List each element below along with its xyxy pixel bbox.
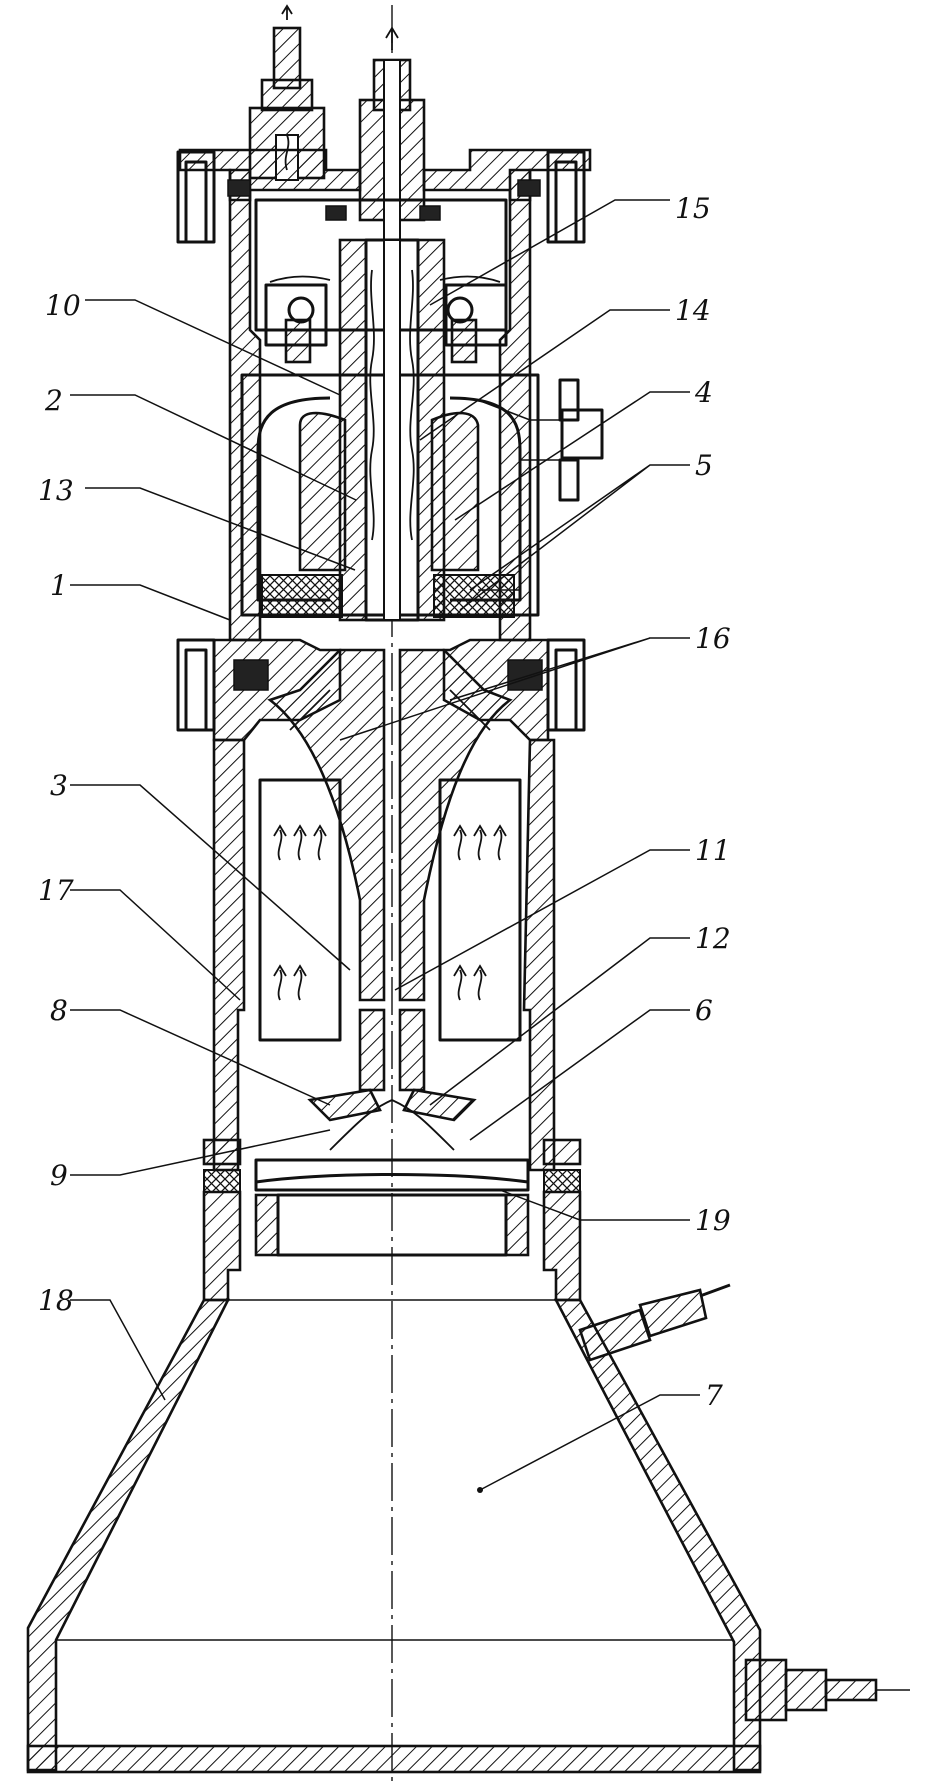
label-18: 18 xyxy=(38,1284,74,1317)
leader-8 xyxy=(70,1009,331,1106)
label-11: 11 xyxy=(695,834,731,867)
collection-cone xyxy=(26,1190,910,1774)
leader-7 xyxy=(479,1394,700,1491)
label-7: 7 xyxy=(705,1379,723,1412)
nozzle-body xyxy=(267,648,513,1002)
label-12: 12 xyxy=(695,922,731,955)
leader-11 xyxy=(394,849,690,991)
central-tube xyxy=(338,238,446,622)
label-4: 4 xyxy=(694,376,713,409)
leader-17 xyxy=(70,889,241,1001)
callouts: 15 14 10 2 4 5 13 1 16 3 11 17 12 6 8 9 … xyxy=(38,192,731,1491)
label-8: 8 xyxy=(50,994,68,1027)
leader-2 xyxy=(70,394,357,501)
leader-5 xyxy=(459,464,690,611)
label-15: 15 xyxy=(675,192,711,225)
leader-9 xyxy=(70,1129,331,1176)
leader-14 xyxy=(419,309,670,441)
label-6: 6 xyxy=(695,994,713,1027)
leader-1 xyxy=(70,584,231,621)
leader-10 xyxy=(85,299,341,396)
label-14: 14 xyxy=(675,294,711,327)
leader-16 xyxy=(339,637,690,741)
label-1: 1 xyxy=(50,569,68,602)
leader-15 xyxy=(429,199,670,306)
label-17: 17 xyxy=(38,874,74,907)
label-13: 13 xyxy=(38,474,74,507)
leader-19 xyxy=(499,1189,690,1221)
upper-inner-chamber xyxy=(254,198,508,364)
leader-3 xyxy=(70,784,351,971)
label-10: 10 xyxy=(45,289,81,322)
leader-12 xyxy=(429,937,690,1106)
label-5: 5 xyxy=(695,449,713,482)
upper-housing xyxy=(176,148,592,642)
label-9: 9 xyxy=(50,1159,68,1192)
leader-4 xyxy=(454,391,690,521)
label-16: 16 xyxy=(695,622,731,655)
label-2: 2 xyxy=(44,384,63,417)
label-19: 19 xyxy=(695,1204,731,1237)
leader-6 xyxy=(469,1009,690,1141)
leader-18 xyxy=(70,1299,166,1401)
leader-13 xyxy=(85,487,356,571)
label-3: 3 xyxy=(50,769,68,802)
lower-housing xyxy=(202,738,582,1257)
